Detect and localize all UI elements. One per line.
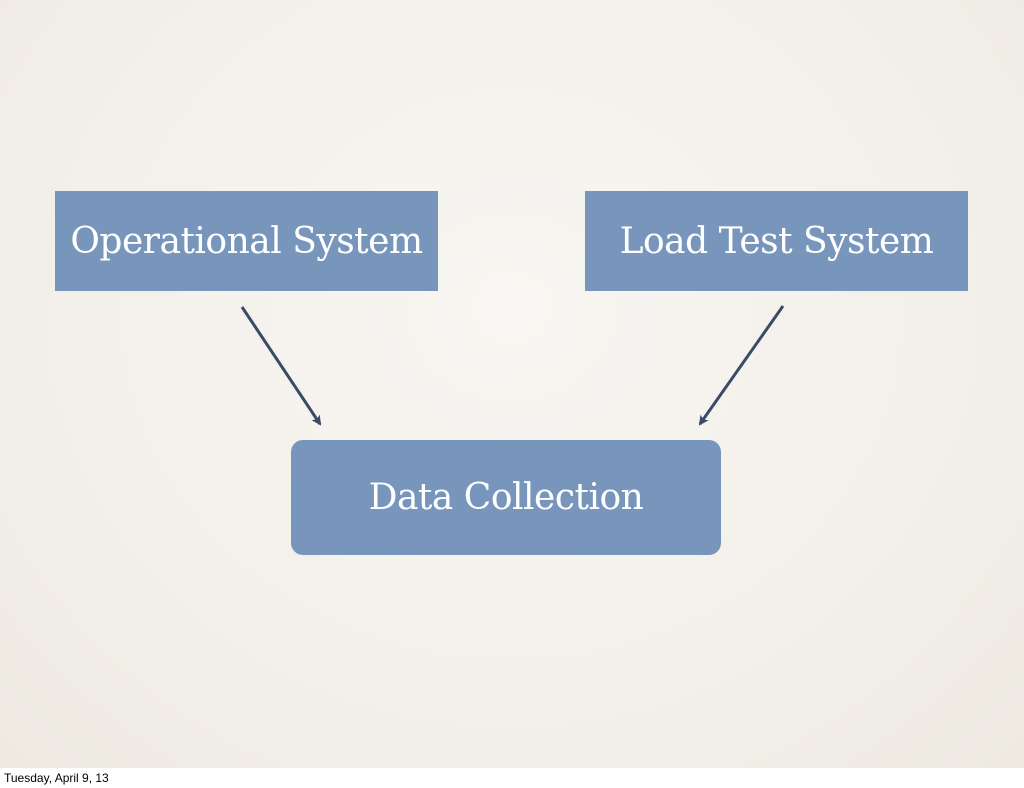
data-collection-node: Data Collection [291,440,721,555]
arrow-operational-to-data-collection [240,306,322,426]
data-collection-label: Data Collection [368,477,644,518]
footer-bar: Tuesday, April 9, 13 [0,768,1024,788]
arrow-load-test-to-data-collection [698,305,785,426]
connector-arrows [240,305,785,426]
operational-system-label: Operational System [70,220,423,262]
slide-canvas: Operational System Load Test System Data… [0,0,1024,768]
load-test-system-node: Load Test System [585,191,968,291]
load-test-system-label: Load Test System [619,220,934,262]
footer-date: Tuesday, April 9, 13 [4,771,109,785]
operational-system-node: Operational System [55,191,438,291]
